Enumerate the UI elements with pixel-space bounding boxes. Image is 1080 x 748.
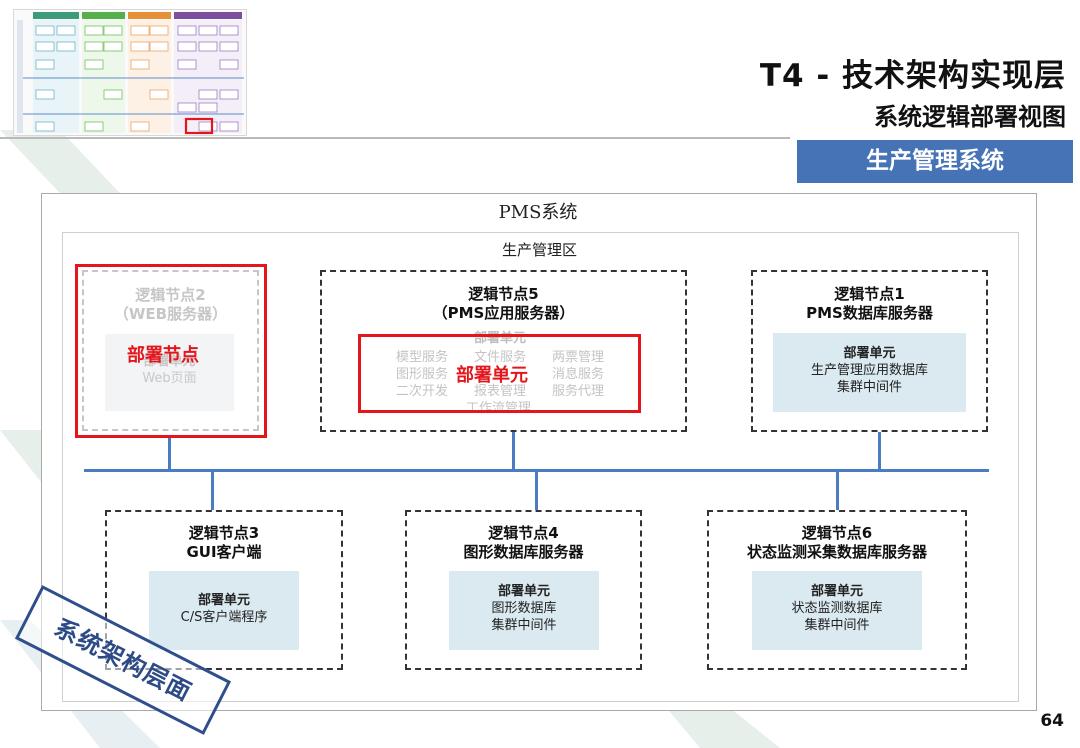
node-1-unit-line1: 生产管理应用数据库	[810, 363, 928, 378]
node-5-service: 图形服务	[396, 367, 449, 382]
node-3-deploy-unit: 部署单元 C/S客户端程序	[149, 571, 299, 650]
node-6-unit-title: 部署单元	[810, 584, 863, 599]
link-node2	[168, 438, 171, 470]
production-zone-frame	[62, 232, 1019, 702]
production-zone-label: 生产管理区	[501, 241, 577, 259]
node-1-name-line2: PMS数据库服务器	[806, 304, 933, 322]
deploy-unit-callout: 部署单元	[456, 365, 528, 386]
page-subtitle: 系统逻辑部署视图	[874, 103, 1066, 131]
link-node1	[878, 432, 881, 470]
page-number: 64	[1040, 711, 1064, 731]
node-1-unit-title: 部署单元	[843, 346, 896, 361]
node-3-unit-title: 部署单元	[197, 593, 250, 608]
deploy-unit-highlight	[358, 334, 641, 413]
node-5-service: 服务代理	[552, 384, 605, 399]
node-4-name-line2: 图形数据库服务器	[463, 543, 584, 561]
node-4-deploy-unit: 部署单元 图形数据库 集群中间件	[449, 571, 599, 650]
node-2-deploy-unit: 部署单元 Web页面	[105, 334, 234, 411]
node-4-name-line1: 逻辑节点4	[488, 524, 559, 542]
deploy-node-highlight	[75, 264, 267, 438]
logical-node-5: 逻辑节点5 （PMS应用服务器）	[320, 270, 687, 432]
node-4-unit-line2: 集群中间件	[491, 618, 557, 633]
pms-system-label: PMS系统	[498, 202, 578, 223]
deploy-node-callout: 部署节点	[127, 345, 199, 366]
link-node6	[836, 471, 839, 511]
system-badge: 生产管理系统	[797, 140, 1073, 183]
node-2-unit-title: 部署单元	[143, 354, 196, 369]
node-5-service: 文件服务	[474, 350, 527, 365]
node-5-name-line1: 逻辑节点5	[468, 285, 539, 303]
node-1-deploy-unit: 部署单元 生产管理应用数据库 集群中间件	[773, 333, 966, 412]
link-node4	[535, 471, 538, 511]
node-5-service: 两票管理	[552, 350, 605, 365]
node-4-unit-title: 部署单元	[497, 584, 550, 599]
node-2-unit-line1: Web页面	[142, 371, 197, 386]
node-5-service: 报表管理	[474, 384, 527, 399]
link-node3	[211, 471, 214, 511]
link-node5	[512, 432, 515, 470]
overview-map-graphic	[17, 12, 244, 135]
node-5-name-line2: （PMS应用服务器）	[432, 304, 575, 322]
node-5-service: 二次开发	[396, 384, 449, 399]
network-bus	[84, 469, 989, 472]
overview-thumbnail	[13, 9, 247, 136]
node-6-name-line2: 状态监测采集数据库服务器	[746, 543, 927, 561]
node-6-unit-line2: 集群中间件	[804, 618, 870, 633]
node-5-service: 消息服务	[552, 367, 605, 382]
node-3-name-line2: GUI客户端	[186, 543, 262, 561]
node-2-name-line1: 逻辑节点2	[135, 286, 206, 304]
node-2-name-line2: （WEB服务器）	[113, 305, 228, 323]
node-4-unit-line1: 图形数据库	[491, 601, 557, 616]
page-title: T4 - 技术架构实现层	[759, 58, 1066, 94]
node-6-name-line1: 逻辑节点6	[801, 524, 873, 542]
node-3-name-line1: 逻辑节点3	[188, 524, 260, 542]
node-5-service: 模型服务	[396, 350, 449, 365]
node-6-unit-line1: 状态监测数据库	[791, 601, 883, 616]
node-1-unit-line2: 集群中间件	[836, 380, 902, 395]
node-3-unit-line1: C/S客户端程序	[180, 610, 268, 625]
node-6-deploy-unit: 部署单元 状态监测数据库 集群中间件	[752, 571, 922, 650]
header-divider	[0, 137, 790, 139]
node-1-name-line1: 逻辑节点1	[834, 285, 905, 303]
